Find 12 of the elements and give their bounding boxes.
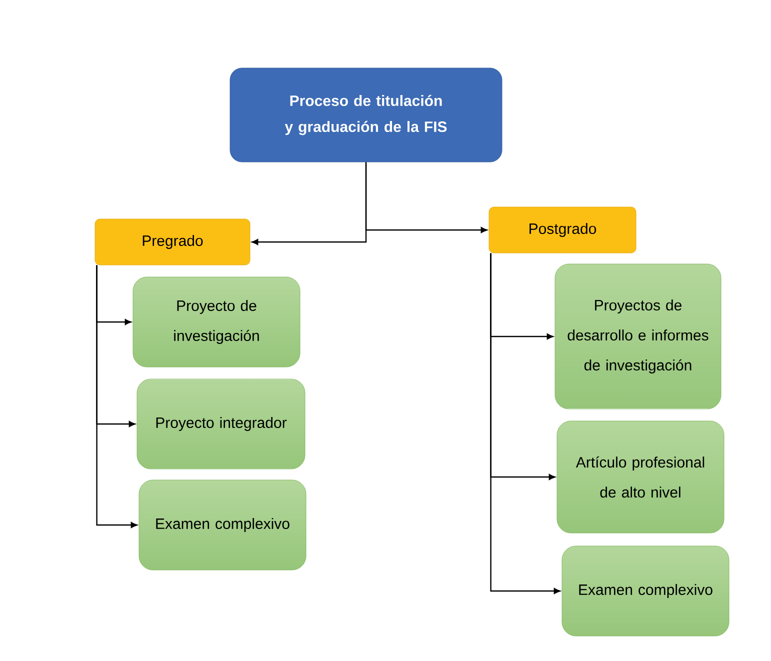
option-box: Examen complexivo <box>138 480 306 570</box>
option-box: Proyecto de investigación <box>132 276 300 368</box>
category-box: Postgrado <box>488 206 636 254</box>
arrow <box>96 265 138 528</box>
category-box: Pregrado <box>94 218 250 266</box>
title-box: Proceso de titulación y graduación de la FIS <box>230 68 502 162</box>
option-box: Examen complexivo <box>562 546 730 636</box>
option-box: Proyectos de desarrollo e informes de investigación <box>554 264 722 410</box>
arrow <box>365 162 488 233</box>
arrow <box>490 253 560 594</box>
option-box: Proyecto integrador <box>136 378 306 470</box>
option-box: Artículo profesional de alto nivel <box>556 420 724 534</box>
